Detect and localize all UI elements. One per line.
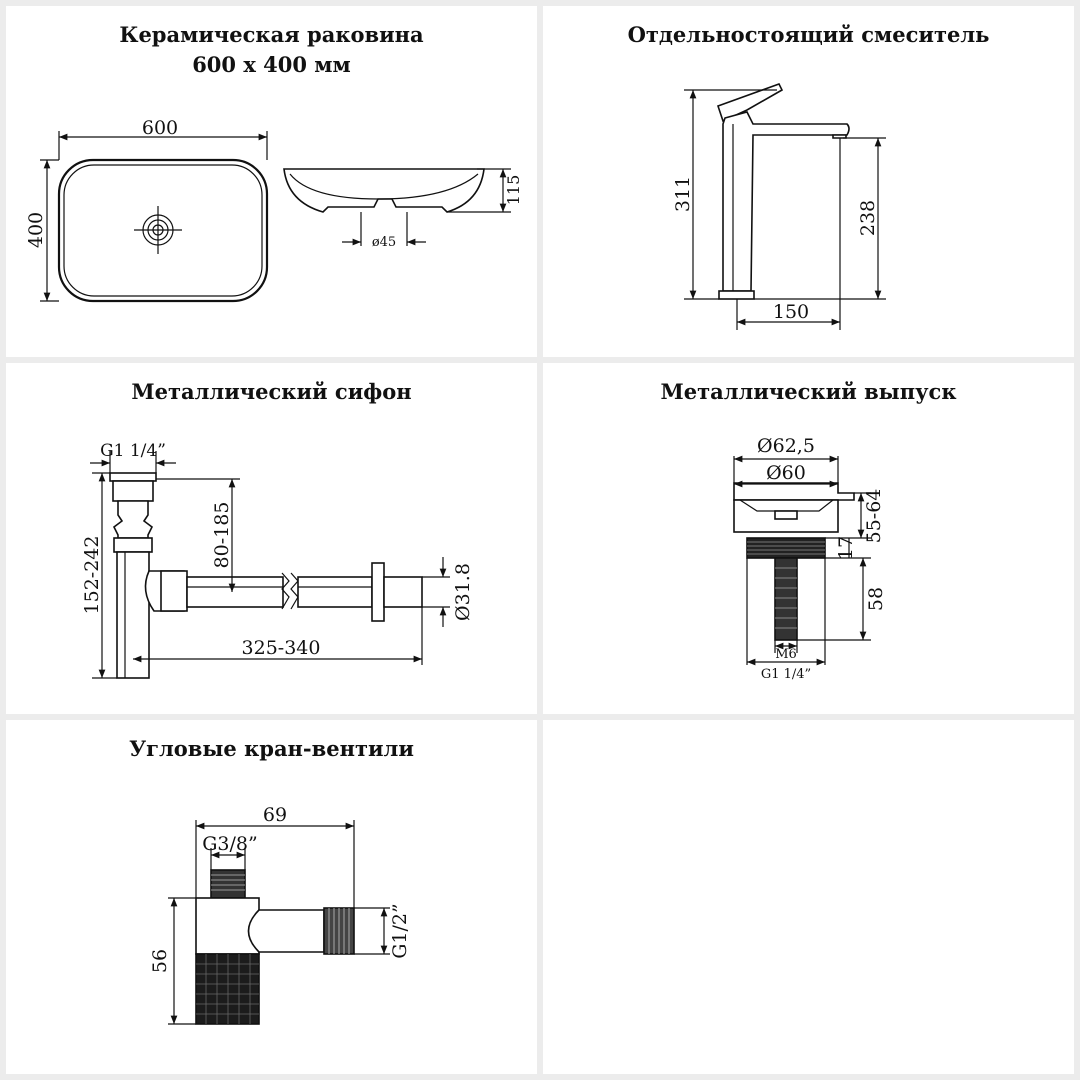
drain-body-height-label: 58 <box>865 587 887 611</box>
sink-width-label: 600 <box>142 117 178 139</box>
faucet-drawing: 311 238 150 <box>672 83 886 330</box>
drain-cap <box>733 482 855 501</box>
sink-depth-label: 115 <box>504 175 523 206</box>
drain-panel: Металлический выпуск Ø62,5 Ø60 55-64 <box>543 363 1074 714</box>
valve-inlet-label: G3/8” <box>202 833 257 855</box>
valve-outlet-label: G1/2” <box>389 903 411 958</box>
valve-knob-icon <box>195 953 260 1025</box>
siphon-thread-label: G1 1/4” <box>100 441 166 461</box>
valve-height-label: 56 <box>149 949 171 973</box>
valve-title: Угловые кран-вентили <box>129 736 414 761</box>
sink-panel: Керамическая раковина 600 х 400 мм 600 4… <box>6 6 537 357</box>
faucet-reach-label: 150 <box>773 301 809 323</box>
siphon-pipe-diameter-label: Ø31.8 <box>452 563 474 621</box>
valve-drawing: 69 G3/8” 56 G1/2” <box>149 804 411 1025</box>
drain-title: Металлический выпуск <box>660 379 957 404</box>
faucet-spout-height-label: 238 <box>857 200 879 236</box>
drain-range-label: 55-64 <box>863 489 885 544</box>
drain-inner-diameter-label: Ø60 <box>766 462 806 484</box>
faucet-title: Отдельностоящий смеситель <box>627 22 990 47</box>
faucet-handle-icon <box>716 83 784 123</box>
drain-thread-label: G1 1/4” <box>761 667 811 682</box>
valve-length-label: 69 <box>263 804 287 826</box>
faucet-panel: Отдельностоящий смеситель 311 238 150 <box>543 6 1074 357</box>
sink-drawing: 600 400 115 ø45 <box>25 117 523 303</box>
sink-height-label: 400 <box>25 212 47 248</box>
siphon-height-label: 152-242 <box>81 536 103 615</box>
siphon-drop-label: 80-185 <box>211 502 233 569</box>
siphon-length-label: 325-340 <box>242 637 321 659</box>
siphon-title: Металлический сифон <box>131 379 412 404</box>
drain-cap-height-label: 17 <box>835 536 857 560</box>
drain-outer-diameter-label: Ø62,5 <box>757 435 815 457</box>
siphon-drawing: G1 1/4” 152-242 80-185 325-340 Ø31.8 <box>81 441 474 679</box>
faucet-total-height-label: 311 <box>672 176 694 212</box>
valve-panel: Угловые кран-вентили <box>6 720 537 1074</box>
siphon-panel: Металлический сифон G1 1/4” 152-242 <box>6 363 537 714</box>
sink-title-line1: Керамическая раковина <box>119 22 424 47</box>
empty-panel <box>543 720 1074 1074</box>
sink-title-line2: 600 х 400 мм <box>192 52 351 77</box>
siphon-pipe <box>186 576 284 608</box>
siphon-flange <box>371 562 385 622</box>
drain-threaded-body <box>746 537 826 559</box>
sink-basin-outer <box>57 158 269 303</box>
faucet-body <box>722 111 850 292</box>
siphon-inlet-cap <box>109 472 157 482</box>
sink-drain-label: ø45 <box>372 235 396 250</box>
sink-title: Керамическая раковина 600 х 400 мм <box>6 20 537 80</box>
sink-basin-inner <box>63 164 263 297</box>
drain-bolt-label: M6 <box>775 647 797 662</box>
drain-drawing: Ø62,5 Ø60 55-64 17 58 M6 G1 1/4” <box>733 435 887 682</box>
valve-inlet-thread <box>210 869 246 899</box>
